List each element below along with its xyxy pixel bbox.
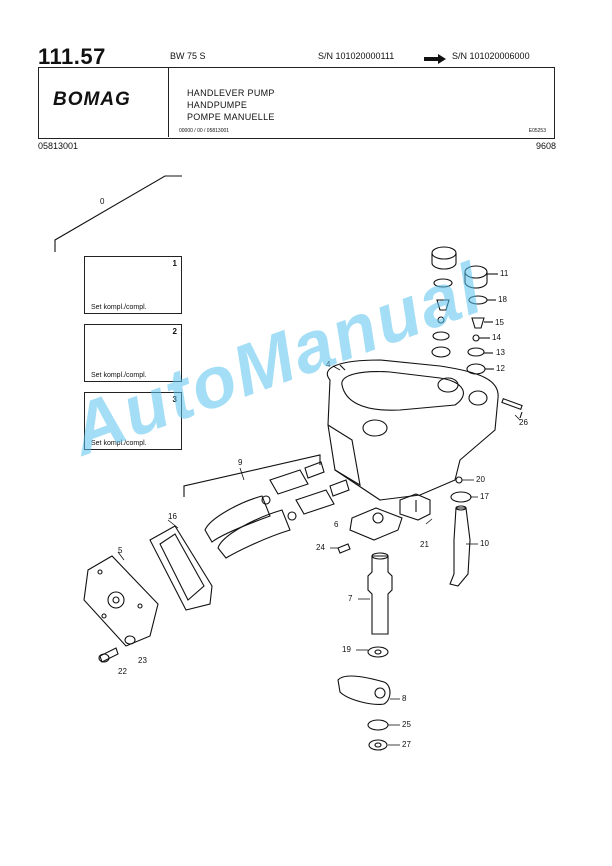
- part-label-20: 20: [476, 475, 485, 484]
- flange-6: [349, 507, 403, 541]
- screw-22-washer-23: [98, 635, 136, 663]
- title-german: HANDPUMPE: [187, 100, 248, 110]
- logo: BOMAG: [53, 89, 131, 110]
- part-label-7: 7: [348, 594, 353, 603]
- pin-26: [501, 397, 523, 419]
- part-label-11: 11: [500, 269, 509, 278]
- pump-housing: [326, 359, 499, 501]
- title-french: POMPE MANUELLE: [187, 112, 275, 122]
- reference-code: 00000 / 00 / 05813001: [179, 128, 230, 134]
- part-label-9: 9: [238, 458, 243, 467]
- date-code: 9608: [535, 141, 556, 151]
- set-label: Set kompl./compl.: [91, 440, 147, 447]
- gasket-16: [149, 525, 213, 611]
- part-label-26: 26: [519, 418, 528, 427]
- part-label-12: 12: [496, 364, 505, 373]
- seal-rings: [431, 278, 496, 375]
- part-label-21: 21: [420, 540, 429, 549]
- title-english: HANDLEVER PUMP: [187, 88, 275, 98]
- part-label-8: 8: [402, 694, 407, 703]
- oring-17: [450, 491, 472, 503]
- plug-cap-11: [431, 246, 498, 289]
- part-label-4: 4: [326, 360, 331, 369]
- washer-25: [367, 719, 389, 731]
- handle-8: [337, 675, 391, 705]
- set-box-2: 2 Set kompl./compl.: [84, 324, 182, 382]
- part-label-23: 23: [138, 656, 147, 665]
- leader-lines: [117, 365, 521, 746]
- part-label-5: 5: [118, 546, 123, 555]
- document-number: 05813001: [38, 141, 79, 151]
- set-box-1: 1 Set kompl./compl.: [84, 256, 182, 314]
- drawing-code: E05253: [528, 128, 546, 134]
- part-label-17: 17: [480, 492, 489, 501]
- set-number: 3: [172, 395, 177, 404]
- set-number: 1: [172, 259, 177, 268]
- set-number: 2: [172, 327, 177, 336]
- part-label-18: 18: [498, 295, 507, 304]
- set-box-3: 3 Set kompl./compl.: [84, 392, 182, 450]
- set-label: Set kompl./compl.: [91, 304, 147, 311]
- washer-19: [367, 646, 389, 658]
- part-label-25: 25: [402, 720, 411, 729]
- assembly-bracket: [54, 175, 182, 252]
- part-label-10: 10: [480, 539, 489, 548]
- model-name: BW 75 S: [170, 51, 206, 61]
- part-label-16: 16: [168, 512, 177, 521]
- part-label-13: 13: [496, 348, 505, 357]
- shaft-7: [367, 552, 393, 635]
- title-block: BOMAG HANDLEVER PUMP HANDPUMPE POMPE MAN…: [38, 67, 555, 139]
- part-label-27: 27: [402, 740, 411, 749]
- nut-27: [368, 739, 388, 751]
- page-number: 111.57: [38, 44, 106, 69]
- part-label-14: 14: [492, 333, 501, 342]
- lever-10: [449, 505, 471, 587]
- part-label-24: 24: [316, 543, 325, 552]
- part-label-22: 22: [118, 667, 127, 676]
- part-label-6: 6: [334, 520, 339, 529]
- ball-20: [455, 476, 463, 484]
- serial-from: S/N 101020000111: [318, 51, 395, 61]
- cover-plate-5: [83, 555, 159, 647]
- logo-cell: BOMAG: [39, 68, 169, 137]
- grub-screw-24: [337, 543, 351, 554]
- arrow-right-icon: [424, 51, 446, 69]
- part-label-15: 15: [495, 318, 504, 327]
- part-label-19: 19: [342, 645, 351, 654]
- set-label: Set kompl./compl.: [91, 372, 147, 379]
- link-21: [399, 493, 431, 521]
- serial-to: S/N 101020006000: [452, 51, 530, 61]
- part-label-0: 0: [100, 197, 105, 206]
- pistons-with-springs: [183, 454, 350, 559]
